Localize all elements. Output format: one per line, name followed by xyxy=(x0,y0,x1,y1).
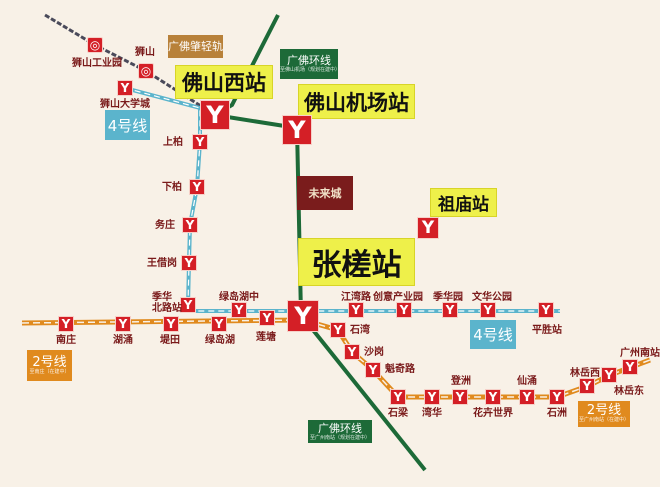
station-label[interactable]: 王借岗 xyxy=(147,258,177,269)
station-label[interactable]: 创意产业园 xyxy=(373,292,423,303)
tag-label: 2号线 xyxy=(586,403,622,418)
station-label[interactable]: 绿岛湖 xyxy=(205,335,235,346)
metro-y-icon[interactable]: Y xyxy=(330,322,346,338)
station-label[interactable]: 平胜站 xyxy=(532,325,562,336)
metro-y-icon[interactable]: Y xyxy=(282,115,312,145)
station-label[interactable]: 林岳东 xyxy=(614,386,644,397)
station-label[interactable]: 仙涌 xyxy=(517,376,537,387)
station-label[interactable]: 狮山工业园 xyxy=(72,58,122,69)
tag-label: 广佛肇轻轨 xyxy=(168,40,223,53)
station-label[interactable]: 狮山大学城 xyxy=(100,99,150,110)
metro-y-icon[interactable]: Y xyxy=(365,362,381,378)
station-label[interactable]: 石湾 xyxy=(350,325,370,336)
metro-y-icon[interactable]: Y xyxy=(348,302,364,318)
ring-line-tag-top: 广佛环线至佛山机场（规划在建中） xyxy=(280,49,341,79)
metro-y-icon[interactable]: Y xyxy=(115,316,131,332)
line2-tag-left: 2号线至南庄（在建中） xyxy=(27,350,72,381)
line2-tag-right: 2号线至广州南站（在建中） xyxy=(578,401,630,427)
station-label[interactable]: 沙岗 xyxy=(364,347,384,358)
metro-y-icon[interactable]: Y xyxy=(58,316,74,332)
station-label[interactable]: 花卉世界 xyxy=(473,408,513,419)
tag-label: 广佛环线 xyxy=(318,421,362,435)
station-label[interactable]: 下柏 xyxy=(162,182,182,193)
metro-y-icon[interactable]: Y xyxy=(180,297,196,313)
metro-y-icon[interactable]: Y xyxy=(601,367,617,383)
callout-zumiao: 祖庙站 xyxy=(430,188,497,217)
station-label[interactable]: 务庄 xyxy=(155,220,175,231)
tag-note: 至佛山机场（规划在建中） xyxy=(280,67,341,73)
metro-y-icon[interactable]: Y xyxy=(200,100,230,130)
tag-note: 至广州南站（规划在建中） xyxy=(309,434,370,441)
metro-y-icon[interactable]: Y xyxy=(182,217,198,233)
callout-label: 张槎站 xyxy=(311,248,402,283)
metro-y-icon[interactable]: Y xyxy=(181,255,197,271)
ring-line-tag-bottom: 广佛环线至广州南站（规划在建中） xyxy=(308,420,372,443)
metro-y-icon[interactable]: Y xyxy=(390,389,406,405)
tag-label: 广佛环线 xyxy=(287,54,331,67)
tag-note: 至广州南站（在建中） xyxy=(578,417,629,423)
metro-y-icon[interactable]: Y xyxy=(485,389,501,405)
metro-y-icon[interactable]: Y xyxy=(452,389,468,405)
metro-y-icon[interactable]: Y xyxy=(231,302,247,318)
logo-text: 未来城 xyxy=(308,187,342,200)
line-2 xyxy=(21,317,651,400)
station-label[interactable]: 上柏 xyxy=(163,137,183,148)
metro-y-icon[interactable]: Y xyxy=(579,378,595,394)
station-label[interactable]: 绿岛湖中 xyxy=(219,292,259,303)
metro-y-icon[interactable]: Y xyxy=(417,217,439,239)
tag-label: 4号线 xyxy=(107,116,148,135)
line4-tag-bottom: 4号线 xyxy=(470,320,516,349)
railway-icon[interactable]: ◎ xyxy=(138,63,154,79)
line4-tag-top: 4号线 xyxy=(105,110,150,140)
metro-y-icon[interactable]: Y xyxy=(211,316,227,332)
station-label[interactable]: 林岳西 xyxy=(570,368,600,379)
metro-y-icon[interactable]: Y xyxy=(189,179,205,195)
railway-icon[interactable]: ◎ xyxy=(87,37,103,53)
guangfozhao-rail-tag: 广佛肇轻轨 xyxy=(168,35,223,58)
metro-y-icon[interactable]: Y xyxy=(538,302,554,318)
weilaicheng-logo: 未来城 xyxy=(297,176,353,210)
station-label[interactable]: 季华园 xyxy=(433,292,463,303)
metro-y-icon[interactable]: Y xyxy=(396,302,412,318)
station-label[interactable]: 石梁 xyxy=(388,408,408,419)
station-label[interactable]: 石洲 xyxy=(547,408,567,419)
callout-foshan-west: 佛山西站 xyxy=(175,65,273,99)
station-label[interactable]: 季华 北路站 xyxy=(152,292,182,314)
metro-y-icon[interactable]: Y xyxy=(344,344,360,360)
station-label[interactable]: 魁奇路 xyxy=(385,364,415,375)
callout-zhangcha: 张槎站 xyxy=(298,238,415,286)
station-label[interactable]: 广州南站 xyxy=(620,348,660,359)
metro-y-icon[interactable]: Y xyxy=(192,134,208,150)
callout-label: 祖庙站 xyxy=(438,195,489,215)
metro-y-icon[interactable]: Y xyxy=(622,359,638,375)
station-label[interactable]: 堤田 xyxy=(160,335,180,346)
station-label[interactable]: 江湾路 xyxy=(341,292,371,303)
metro-y-icon[interactable]: Y xyxy=(424,389,440,405)
metro-y-icon[interactable]: Y xyxy=(287,300,319,332)
tag-label: 2号线 xyxy=(32,354,67,370)
station-label[interactable]: 登洲 xyxy=(451,376,471,387)
station-label[interactable]: 南庄 xyxy=(56,335,76,346)
metro-y-icon[interactable]: Y xyxy=(163,316,179,332)
callout-foshan-airport: 佛山机场站 xyxy=(298,84,415,119)
station-label[interactable]: 湖涌 xyxy=(113,335,133,346)
callout-label: 佛山西站 xyxy=(182,71,266,95)
metro-y-icon[interactable]: Y xyxy=(480,302,496,318)
station-label[interactable]: 莲塘 xyxy=(256,332,276,343)
metro-y-icon[interactable]: Y xyxy=(259,310,275,326)
tag-note: 至南庄（在建中） xyxy=(29,368,70,375)
callout-label: 佛山机场站 xyxy=(304,90,409,115)
tag-label: 4号线 xyxy=(473,326,513,344)
metro-y-icon[interactable]: Y xyxy=(549,389,565,405)
metro-y-icon[interactable]: Y xyxy=(519,389,535,405)
metro-y-icon[interactable]: Y xyxy=(442,302,458,318)
metro-y-icon[interactable]: Y xyxy=(117,80,133,96)
station-label[interactable]: 湾华 xyxy=(422,408,442,419)
station-label[interactable]: 文华公园 xyxy=(472,292,512,303)
station-label[interactable]: 狮山 xyxy=(135,47,155,58)
